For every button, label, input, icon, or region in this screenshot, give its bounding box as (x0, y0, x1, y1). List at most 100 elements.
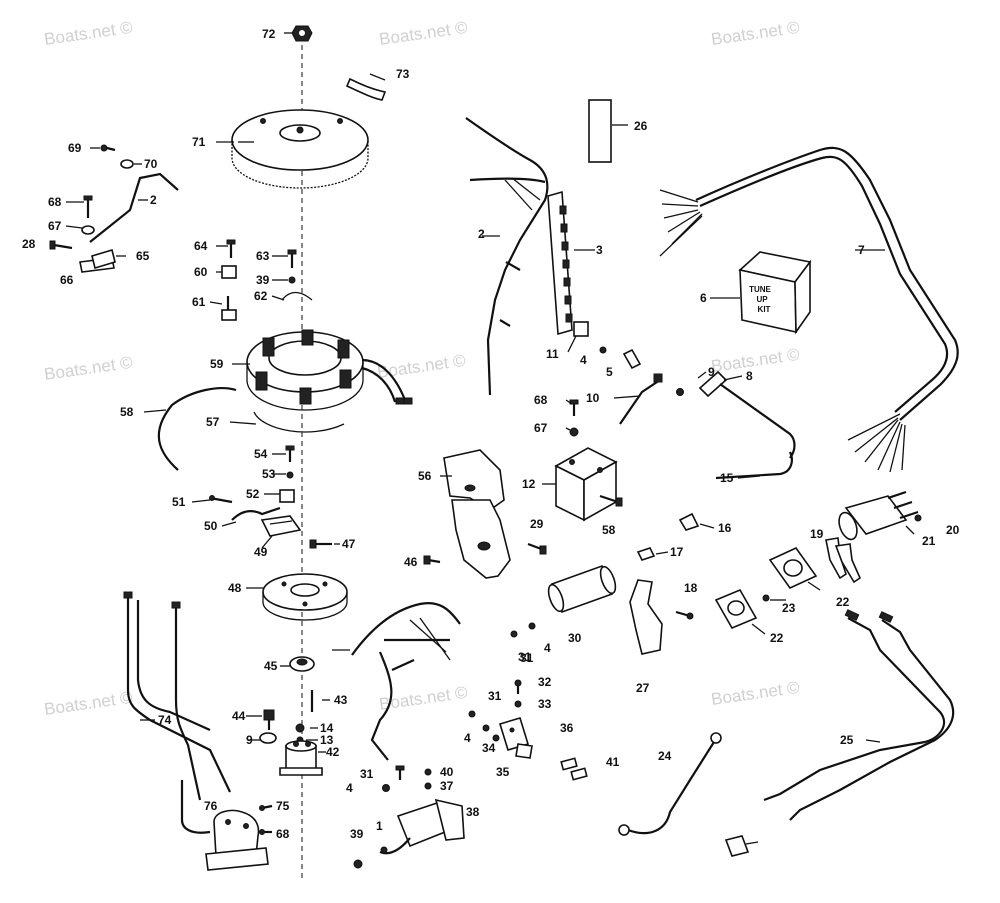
screw-31-upper (468, 710, 476, 718)
callout: 23 (782, 601, 796, 615)
ground-lead-1 (627, 741, 715, 835)
bracket-56 (443, 449, 511, 579)
callout: 70 (144, 157, 158, 171)
callout: 4 (464, 731, 471, 745)
solenoid-42 (279, 740, 323, 776)
spacer-45 (289, 656, 315, 672)
callout: 31 (518, 650, 532, 664)
grommet-17 (636, 547, 656, 561)
lead-50 (231, 506, 281, 521)
callout: 25 (840, 733, 854, 747)
bracket-36 (515, 743, 533, 759)
callout: 39 (350, 827, 364, 841)
callout: 30 (568, 631, 582, 645)
ground-lead-terminal (618, 824, 630, 836)
decal-26 (588, 99, 612, 163)
callout: 5 (606, 365, 613, 379)
kit-label-line: TUNE (749, 285, 771, 294)
screw-61 (221, 296, 237, 321)
callout: 68 (276, 827, 290, 841)
washer-40 (382, 784, 390, 792)
lead-2-left (89, 172, 179, 243)
decal-73 (345, 77, 387, 101)
callout: 26 (634, 119, 648, 133)
flywheel-71 (231, 109, 369, 189)
callout: 17 (670, 545, 684, 559)
clamp-52 (279, 489, 295, 503)
key-19 (825, 537, 862, 584)
watermark: Boats.net © (710, 18, 801, 49)
callout: 20 (946, 523, 960, 537)
sensor-49 (260, 515, 302, 537)
callout: 42 (326, 745, 340, 759)
ring-57 (253, 411, 345, 433)
callout: 37 (440, 779, 454, 793)
washer-31-bottom (424, 768, 432, 776)
callout: 47 (342, 537, 356, 551)
callout: 31 (520, 651, 534, 665)
key-switch-21 (838, 490, 919, 541)
solenoid-37 (379, 798, 465, 855)
nut-72 (291, 25, 313, 42)
callout: 56 (418, 469, 432, 483)
lead-15 (715, 451, 793, 480)
washer-39 (288, 276, 296, 284)
screw-68 (83, 195, 93, 218)
callout: 59 (210, 357, 224, 371)
callout: 11 (546, 347, 559, 361)
callout: 2 (150, 193, 157, 207)
screw-23 (762, 594, 770, 602)
callout: 40 (440, 765, 454, 779)
callout: 52 (246, 487, 260, 501)
washer-67 (81, 225, 95, 235)
callout: 57 (206, 415, 220, 429)
lead-58 (157, 387, 237, 471)
rectifier-12 (554, 447, 618, 522)
callout: 69 (68, 141, 82, 155)
callout: 68 (48, 195, 62, 209)
callout: 8 (746, 369, 753, 383)
washer-39-bottom (380, 846, 388, 854)
callout: 4 (580, 353, 587, 367)
watermark: Boats.net © (376, 351, 467, 382)
callout: 19 (810, 527, 824, 541)
stator-59 (246, 329, 413, 411)
callout: 76 (204, 799, 218, 813)
callout: 60 (194, 265, 208, 279)
callout: 45 (264, 659, 278, 673)
screw-64 (226, 239, 236, 258)
spark-plug-lead-8 (698, 370, 796, 459)
washer-4-bottom (424, 782, 432, 790)
screw-51 (209, 495, 233, 504)
timer-base-48 (262, 573, 348, 621)
callout: 49 (254, 545, 268, 559)
screw-63 (287, 249, 297, 268)
plate-22-upper (768, 546, 818, 590)
callout: 41 (606, 755, 620, 769)
callout: 68 (534, 393, 548, 407)
callout: 31 (488, 689, 502, 703)
washer-4-lower (492, 734, 500, 742)
washer-9-lower (259, 732, 277, 744)
callout: 71 (192, 135, 206, 149)
callout: 15 (720, 471, 734, 485)
callout: 65 (136, 249, 150, 263)
washer-70 (120, 159, 134, 169)
callout-layer: 72 73 71 69 70 2 68 67 28 66 65 64 60 61… (22, 27, 960, 841)
washer-4-upper (599, 346, 607, 354)
screw-46 (423, 555, 441, 565)
callout: 31 (360, 767, 374, 781)
watermark: Boats.net © (43, 353, 134, 384)
callout: 27 (636, 681, 650, 695)
washer-33 (514, 700, 522, 708)
callout: 62 (254, 289, 268, 303)
callout: 22 (770, 631, 784, 645)
washer-31-coil (510, 630, 518, 638)
callout: 21 (922, 534, 936, 548)
callout: 16 (718, 521, 732, 535)
callout: 34 (482, 741, 496, 755)
screw-20 (914, 514, 922, 522)
pin-47 (309, 539, 332, 549)
watermark: Boats.net © (378, 18, 469, 49)
